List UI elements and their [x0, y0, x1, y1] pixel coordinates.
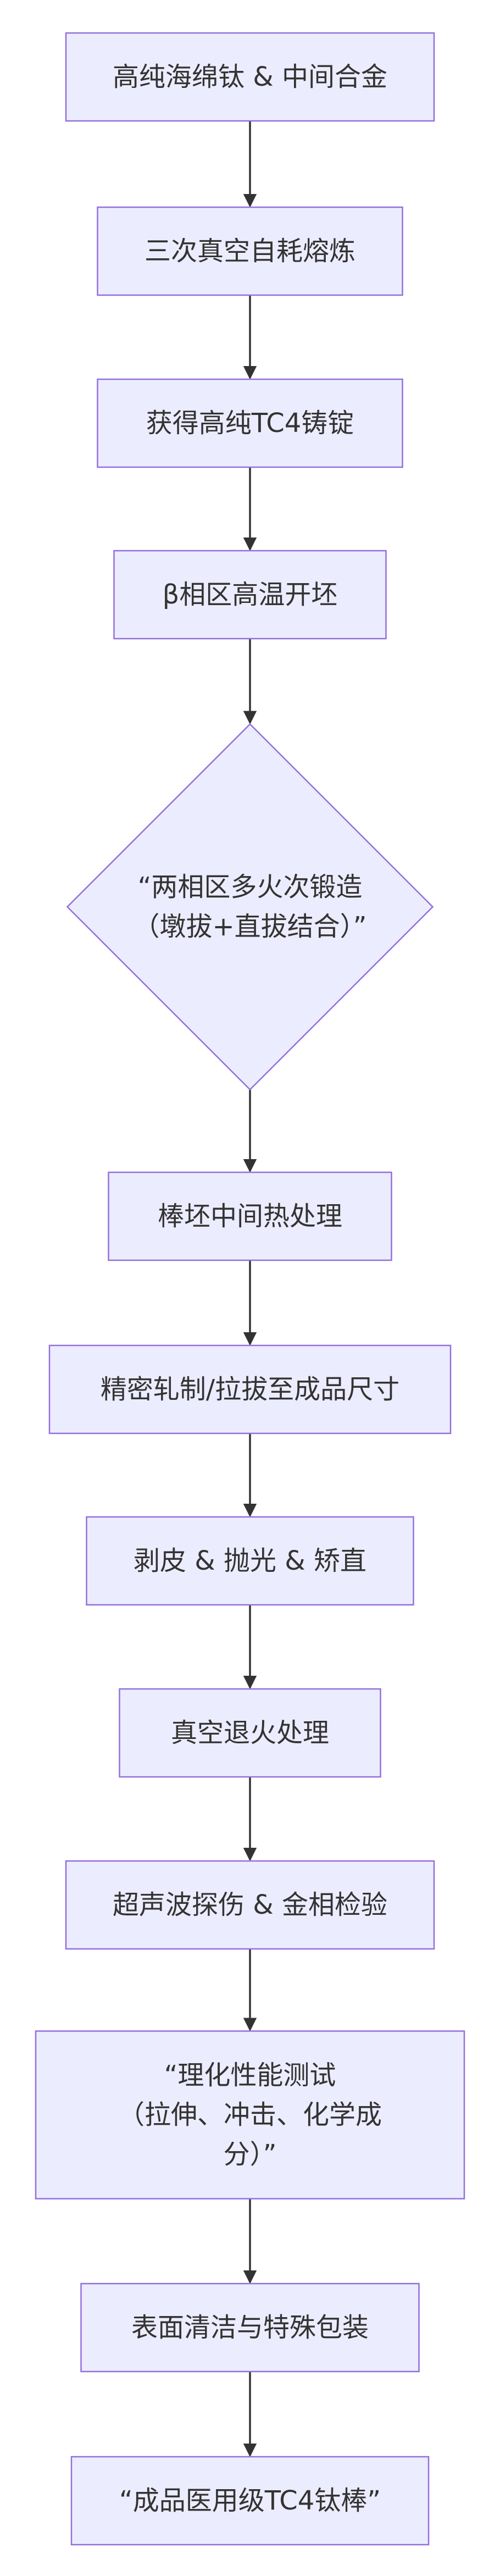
node-label: 棒坯中间热处理: [158, 1201, 342, 1232]
node-label: 获得高纯TC4铸锭: [146, 408, 354, 439]
process-box: [119, 1688, 381, 1778]
flow-node-12: 表面清洁与特殊包装: [80, 2283, 420, 2373]
process-box: [35, 2030, 465, 2200]
node-label: 真空退火处理: [171, 1718, 329, 1748]
node-label: 精密轧制/拉拔至成品尺寸: [101, 1374, 399, 1405]
flow-node-1: 高纯海绵钛 & 中间合金: [65, 32, 435, 122]
node-label: 高纯海绵钛 & 中间合金: [113, 62, 387, 92]
decision-diamond: [66, 723, 434, 1091]
node-label: （墩拔+直拔结合）”: [133, 911, 366, 942]
node-label: 三次真空自耗熔炼: [145, 236, 355, 267]
process-box: [97, 206, 403, 296]
node-label: β相区高温开坯: [163, 579, 338, 610]
process-box: [86, 1516, 414, 1606]
flow-node-3: 获得高纯TC4铸锭: [97, 378, 403, 468]
node-label: “成品医用级TC4钛棒”: [119, 2485, 381, 2516]
node-label: 分）”: [224, 2139, 277, 2170]
process-box: [70, 2456, 430, 2546]
flow-node-8: 剥皮 & 抛光 & 矫直: [86, 1516, 414, 1606]
flow-node-9: 真空退火处理: [119, 1688, 381, 1778]
node-label: 超声波探伤 & 金相检验: [113, 1890, 387, 1920]
node-label: “两相区多火次锻造: [138, 872, 363, 902]
flow-node-2: 三次真空自耗熔炼: [97, 206, 403, 296]
node-label: 剥皮 & 抛光 & 矫直: [134, 1545, 366, 1576]
process-box: [80, 2283, 420, 2373]
process-box: [108, 1171, 392, 1261]
process-box: [65, 1860, 435, 1950]
flow-node-5: “两相区多火次锻造 （墩拔+直拔结合）”: [66, 723, 434, 1091]
process-box: [48, 1344, 452, 1434]
node-label: （拉伸、冲击、化学成: [118, 2099, 382, 2130]
process-box: [65, 32, 435, 122]
flow-node-7: 精密轧制/拉拔至成品尺寸: [48, 1344, 452, 1434]
flow-node-10: 超声波探伤 & 金相检验: [65, 1860, 435, 1950]
flow-node-6: 棒坯中间热处理: [108, 1171, 392, 1261]
node-label: 表面清洁与特殊包装: [131, 2312, 369, 2343]
process-box: [97, 378, 403, 468]
flow-node-13: “成品医用级TC4钛棒”: [70, 2456, 430, 2546]
process-box: [113, 550, 387, 640]
flow-node-4: β相区高温开坯: [113, 550, 387, 640]
node-label: “理化性能测试: [164, 2060, 336, 2091]
